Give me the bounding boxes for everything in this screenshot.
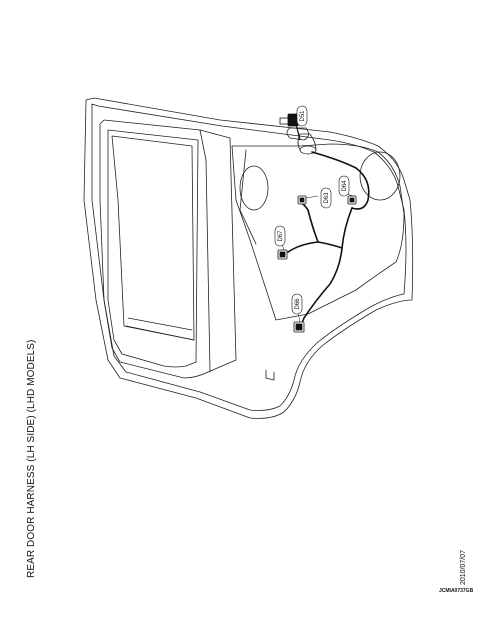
door-bottom-clip	[265, 369, 275, 381]
window-sill	[125, 317, 195, 341]
window-frame-corner	[199, 129, 211, 373]
window-glass-edge	[111, 135, 195, 341]
inner-panel	[231, 143, 405, 321]
connector-d64	[347, 195, 357, 205]
label-d66: D66	[295, 298, 301, 310]
door-outer-outline	[83, 97, 414, 419]
leader-d63	[305, 195, 319, 199]
window-frame-inner	[107, 129, 199, 368]
inner-panel-step	[239, 149, 257, 245]
harness-upper-feed	[295, 123, 301, 141]
connector-d63	[297, 195, 307, 205]
harness-main-trunk	[311, 151, 370, 210]
label-d63: D63	[324, 192, 330, 204]
window-frame-outer	[99, 119, 237, 379]
grommet-boot	[297, 133, 317, 151]
harness-branch-lower	[299, 207, 353, 329]
grommet-collar	[286, 127, 309, 141]
connector-d67	[277, 249, 288, 260]
door-inner-edge	[91, 103, 407, 411]
figure-code: JCMIA0737GB	[439, 588, 474, 594]
label-d67: D67	[278, 230, 284, 242]
label-d64: D64	[342, 180, 348, 192]
label-d51: D51	[300, 110, 306, 122]
speaker-hole-upper	[239, 165, 269, 211]
speaker-hole-lower	[359, 151, 401, 201]
connector-d51	[279, 113, 299, 127]
harness-branch-d63	[299, 201, 319, 243]
connector-d66	[293, 321, 305, 333]
harness-branch-d67	[287, 241, 343, 253]
